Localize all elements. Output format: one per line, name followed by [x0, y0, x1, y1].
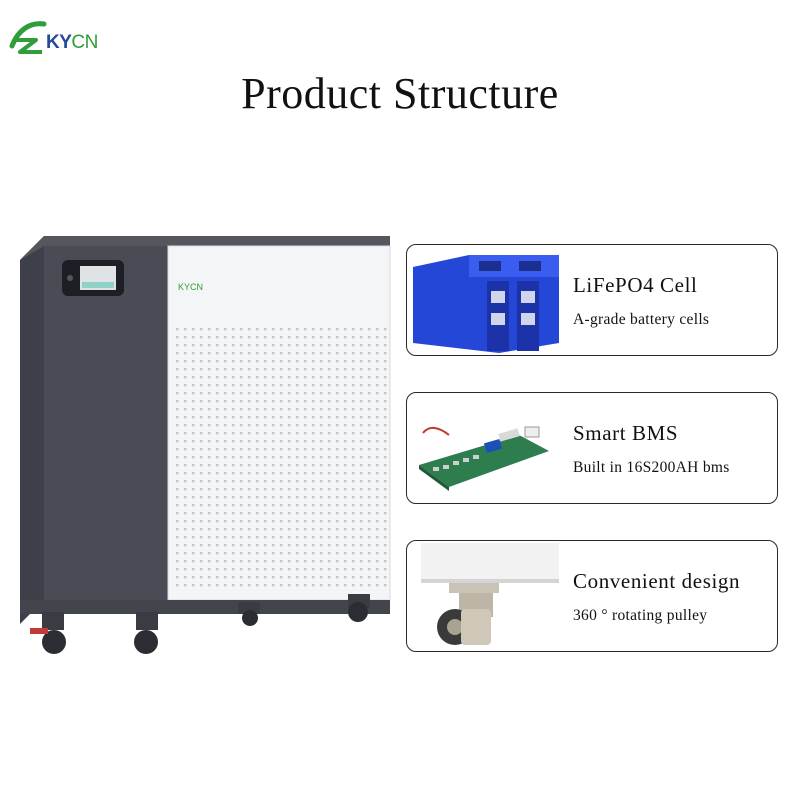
vent-pattern: [176, 328, 387, 587]
feature-subtitle: 360 ° rotating pulley: [573, 607, 708, 624]
feature-card-cell: LiFePO4 Cell A-grade battery cells: [406, 244, 778, 356]
brand-logo: KYCN: [8, 14, 128, 58]
feature-card-pulley: Convenient design 360 ° rotating pulley: [406, 540, 778, 652]
circuit-board-icon: [419, 426, 549, 491]
feature-title: Convenient design: [573, 569, 741, 593]
cabinet-badge: KYCN: [178, 282, 203, 292]
battery-cabinet-image: KYCN: [20, 236, 391, 654]
page-title: Product Structure: [241, 69, 559, 118]
battery-cell-icon: [413, 255, 559, 353]
caster-wheel-icon: [421, 543, 559, 645]
feature-card-bms: Smart BMS Built in 16S200AH bms: [406, 392, 778, 504]
feature-title: LiFePO4 Cell: [573, 273, 698, 297]
brand-name: KYCN: [46, 32, 98, 53]
feature-subtitle: Built in 16S200AH bms: [573, 459, 730, 476]
brand-swoosh-icon: [9, 21, 47, 54]
feature-subtitle: A-grade battery cells: [573, 311, 710, 328]
feature-title: Smart BMS: [573, 421, 679, 445]
